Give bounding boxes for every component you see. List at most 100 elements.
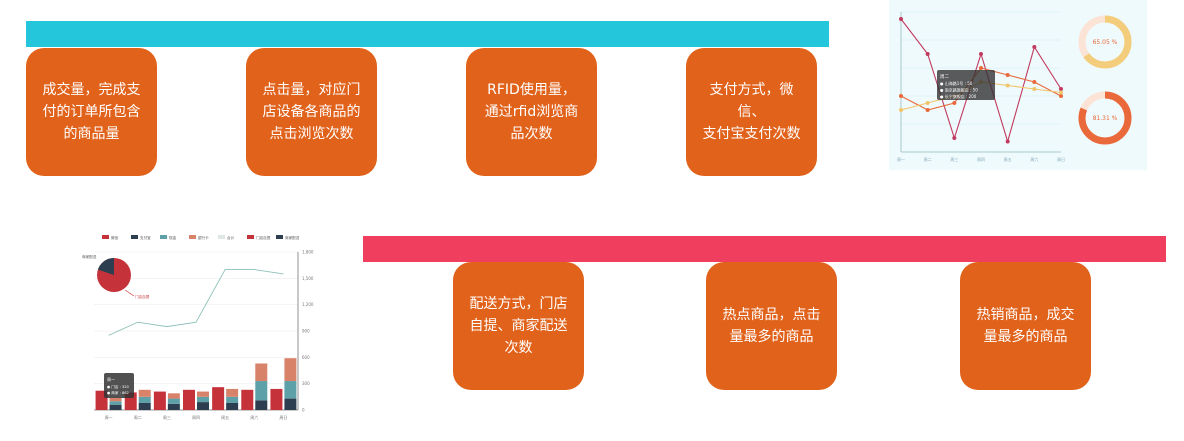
pie-label: 商家配送 — [82, 254, 97, 259]
card-best-sellers: 热销商品，成交 量最多的商品 — [960, 262, 1091, 390]
bar-segment — [255, 363, 268, 382]
bar-segment — [284, 381, 297, 399]
tooltip-box — [937, 70, 995, 100]
bar-segment — [138, 389, 151, 397]
card-click-volume: 点击量，对应门 店设备各商品的 点击浏览次数 — [246, 48, 377, 176]
y-tick-label: 900 — [302, 329, 310, 334]
gauge-value-label: 65.05 % — [1093, 39, 1118, 46]
legend-swatch — [131, 235, 138, 239]
series-point-2 — [1032, 87, 1037, 91]
series-point-1 — [925, 108, 930, 112]
pie-label: 门店自提 — [135, 294, 150, 299]
legend-label: 支付宝 — [140, 235, 151, 240]
series-point-1 — [1059, 94, 1063, 98]
legend-label: 商家配送 — [285, 235, 300, 240]
bar-segment — [167, 403, 180, 410]
bar-segment — [226, 402, 239, 410]
series-point-0 — [1059, 87, 1063, 91]
bar-segment — [138, 402, 151, 410]
legend-swatch — [218, 235, 225, 239]
bar-segment — [284, 358, 297, 382]
series-point-0 — [952, 136, 957, 140]
bar-segment — [183, 389, 195, 410]
pie-leader-line — [124, 289, 135, 297]
x-tick-label: 周一 — [105, 414, 113, 420]
series-point-2 — [899, 108, 903, 112]
tooltip-title: 周一 — [107, 376, 115, 382]
bar-segment — [109, 401, 122, 405]
gauge-arc — [1078, 91, 1132, 145]
series-point-0 — [1005, 139, 1010, 144]
card-payment-method: 支付方式，微信、 支付宝支付次数 — [686, 48, 817, 176]
bar-segment — [284, 398, 297, 410]
bar-segment — [241, 389, 254, 410]
bar-segment — [226, 388, 239, 397]
tooltip-line: ● 南京路旗舰店 : 50 — [940, 87, 978, 93]
line-chart-thumbnail: 周一周二周三周四周五周六周日周二● 山海路1号 : 50● 南京路旗舰店 : 5… — [889, 0, 1147, 170]
x-tick-label: 周五 — [1004, 156, 1012, 162]
bar-segment — [270, 388, 283, 410]
series-point-1 — [899, 94, 903, 98]
bar-segment — [212, 387, 225, 410]
series-point-0 — [925, 52, 930, 56]
series-point-1 — [1032, 80, 1037, 84]
bar-segment — [153, 391, 166, 410]
tooltip-title: 周二 — [940, 74, 949, 80]
legend-swatch — [247, 235, 254, 239]
legend-swatch — [102, 235, 109, 239]
tooltip-line: ● 商家 : 862 — [107, 390, 129, 395]
bar-segment — [197, 396, 209, 403]
x-tick-label: 周二 — [924, 156, 932, 162]
legend-label: 微信 — [111, 235, 119, 240]
x-tick-label: 周日 — [279, 414, 287, 420]
legend-label: 合计 — [227, 235, 235, 240]
legend-label: 银行卡 — [198, 235, 209, 240]
y-tick-label: 1,800 — [302, 250, 314, 255]
y-tick-label: 1,200 — [302, 302, 314, 307]
legend-swatch — [189, 235, 196, 239]
bar-segment — [109, 404, 122, 410]
tooltip-box — [104, 373, 134, 398]
bottom-accent-bar — [363, 236, 1166, 262]
legend-swatch — [276, 235, 283, 239]
legend-label: 现金 — [169, 235, 177, 240]
x-tick-label: 周四 — [977, 156, 985, 162]
bar-segment — [167, 393, 180, 399]
x-tick-label: 周六 — [250, 414, 258, 420]
tooltip-line: ● 山海路1号 : 50 — [940, 80, 973, 86]
card-hot-products: 热点商品，点击 量最多的商品 — [706, 262, 837, 390]
series-point-0 — [1032, 45, 1037, 49]
top-accent-bar — [26, 21, 829, 47]
card-rfid-usage: RFID使用量， 通过rfid浏览商 品次数 — [466, 48, 597, 176]
x-tick-label: 周一 — [897, 156, 905, 162]
bar-segment — [138, 396, 151, 403]
y-tick-label: 300 — [302, 381, 310, 386]
series-point-2 — [1005, 83, 1010, 88]
legend-label: 门店自提 — [256, 235, 271, 240]
line-chart-svg: 周一周二周三周四周五周六周日周二● 山海路1号 : 50● 南京路旗舰店 : 5… — [897, 11, 1132, 162]
y-tick-label: 0 — [302, 408, 305, 413]
gauge-arc — [1078, 15, 1132, 69]
bar-segment — [197, 402, 209, 410]
x-tick-label: 周三 — [163, 414, 171, 420]
bar-segment — [197, 391, 209, 397]
x-tick-label: 周五 — [221, 414, 229, 420]
card-delivery-method: 配送方式，门店 自提、商家配送 次数 — [453, 262, 584, 390]
tooltip-line: ● 门店 : 320 — [107, 384, 130, 389]
x-tick-label: 周日 — [1057, 156, 1065, 162]
pie-slice-merchant-delivery — [97, 258, 114, 275]
series-point-1 — [979, 66, 983, 70]
bar-segment — [255, 400, 268, 410]
gauge-value-label: 81.31 % — [1093, 115, 1118, 122]
bar-segment — [167, 398, 180, 404]
bar-segment — [226, 396, 239, 403]
bar-chart-svg: 微信支付宝现金银行卡合计门店自提商家配送03006009001,2001,500… — [82, 235, 314, 420]
x-tick-label: 周二 — [134, 414, 142, 420]
bar-segment — [255, 381, 268, 401]
x-tick-label: 周六 — [1030, 156, 1038, 162]
series-point-0 — [979, 52, 983, 56]
series-point-0 — [899, 17, 903, 21]
series-point-1 — [1005, 73, 1010, 77]
series-point-2 — [925, 101, 930, 105]
